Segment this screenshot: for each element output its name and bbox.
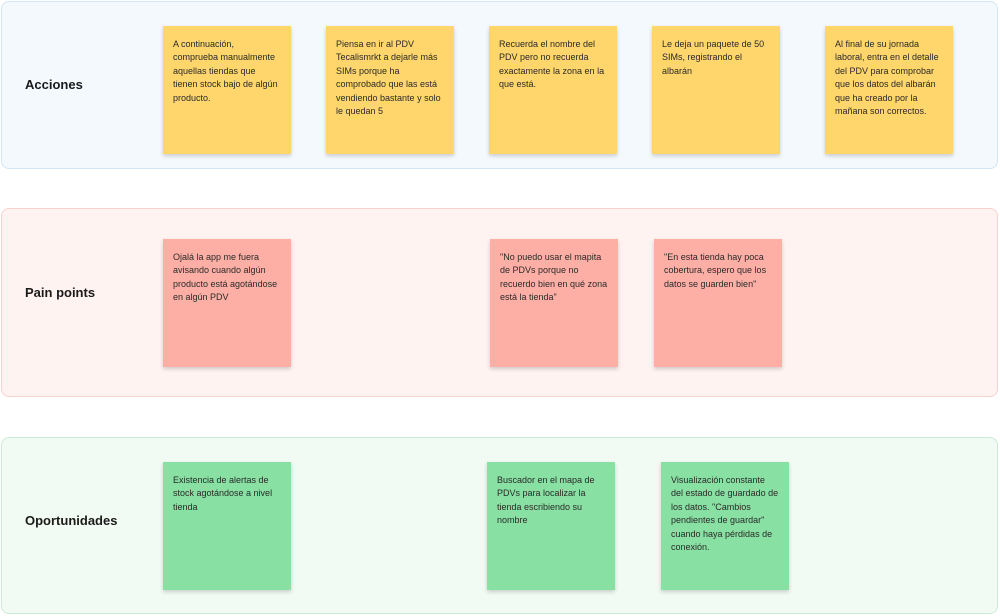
- sticky-note-acciones-4[interactable]: Le deja un paquete de 50 SIMs, registran…: [652, 26, 780, 154]
- sticky-note-acciones-3[interactable]: Recuerda el nombre del PDV pero no recue…: [489, 26, 617, 154]
- lane-title-oportunidades: Oportunidades: [25, 513, 118, 528]
- sticky-note-acciones-1[interactable]: A continuación, comprueba manualmente aq…: [163, 26, 291, 154]
- sticky-note-pain-1[interactable]: Ojalá la app me fuera avisando cuando al…: [163, 239, 291, 367]
- sticky-note-acciones-5[interactable]: Al final de su jornada laboral, entra en…: [825, 26, 953, 154]
- lane-title-pain-points: Pain points: [25, 285, 96, 300]
- sticky-note-pain-2[interactable]: "No puedo usar el mapita de PDVs porque …: [490, 239, 618, 367]
- sticky-note-oportunidad-3[interactable]: Visualización constante del estado de gu…: [661, 462, 789, 590]
- sticky-note-acciones-2[interactable]: Piensa en ir al PDV Tecalismrkt a dejarl…: [326, 26, 454, 154]
- lane-title-acciones: Acciones: [25, 77, 83, 92]
- sticky-note-oportunidad-2[interactable]: Buscador en el mapa de PDVs para localiz…: [487, 462, 615, 590]
- sticky-note-oportunidad-1[interactable]: Existencia de alertas de stock agotándos…: [163, 462, 291, 590]
- sticky-note-pain-3[interactable]: "En esta tienda hay poca cobertura, espe…: [654, 239, 782, 367]
